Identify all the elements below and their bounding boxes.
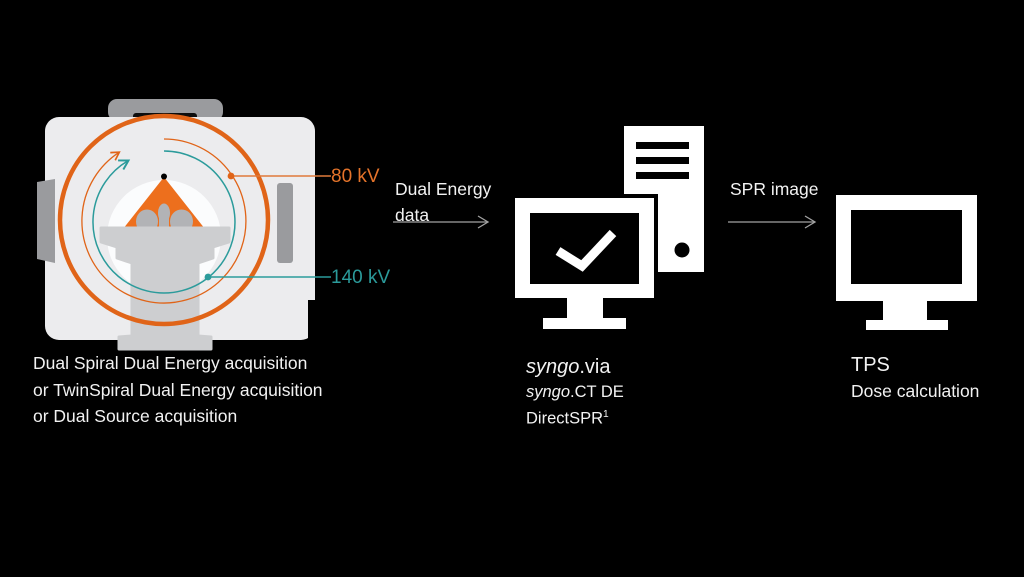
- gantry-right-panel: [277, 183, 293, 263]
- orange-spiral-arrow-80kv: [81, 138, 247, 304]
- spr-image-label: SPR image: [730, 179, 819, 199]
- workstation-icon: [511, 126, 704, 329]
- scanner-caption: Dual Spiral Dual Energy acquisition or T…: [33, 350, 323, 430]
- callout-dot-140kv: [204, 273, 212, 281]
- xray-source-dot: [161, 173, 167, 180]
- tps-subtitle: Dose calculation: [851, 381, 980, 401]
- caption-line-1: Dual Spiral Dual Energy acquisition: [33, 353, 308, 373]
- spr-image-arrow: [728, 215, 817, 229]
- monitor-icon: [836, 195, 977, 330]
- arrow-head-icon: [477, 215, 490, 229]
- dual-energy-data-label: Dual Energy data: [395, 176, 491, 228]
- dual-energy-label-line2: data: [395, 205, 430, 225]
- callout-lines: [204, 172, 331, 281]
- label-140kv: 140 kV: [331, 267, 391, 288]
- teal-spiral-arrow-140kv: [92, 150, 236, 294]
- workstation-title: syngo.via: [526, 354, 624, 381]
- acquisition-rings: [57, 113, 271, 327]
- caption-line-2: or TwinSpiral Dual Energy acquisition: [33, 379, 323, 400]
- workstation-sub2-text: DirectSPR: [526, 409, 604, 427]
- arrow-head-icon: [804, 215, 817, 229]
- outer-orange-ring: [57, 113, 271, 327]
- workstation-title-rest: .via: [579, 356, 611, 378]
- workstation-title-italic: syngo: [526, 356, 580, 378]
- dual-energy-arrow: [393, 215, 490, 229]
- ct-scanner-illustration: [37, 99, 331, 351]
- workstation-label: syngo.via syngo.CT DE DirectSPR1: [526, 354, 624, 430]
- tps-label: TPS Dose calculation: [851, 352, 979, 404]
- workstation-sub2: DirectSPR1: [526, 404, 624, 430]
- tps-monitor-icon: [836, 195, 977, 330]
- caption-line-3: or Dual Source acquisition: [33, 406, 238, 426]
- workstation-sub1-rest: .CT DE: [570, 383, 624, 401]
- label-80kv: 80 kV: [331, 166, 380, 187]
- tps-title: TPS: [851, 354, 890, 376]
- workstation-sub1: syngo.CT DE: [526, 381, 624, 404]
- gantry-body-notch: [308, 300, 315, 340]
- workstation-sub1-italic: syngo: [526, 383, 571, 401]
- checkmark-icon: [555, 229, 617, 272]
- dual-energy-label-line1: Dual Energy: [395, 179, 492, 199]
- gantry-left-panel: [37, 179, 55, 263]
- footnote-marker: 1: [603, 408, 609, 420]
- callout-dot-80kv: [227, 172, 235, 180]
- monitor-with-checkmark-icon: [511, 194, 658, 329]
